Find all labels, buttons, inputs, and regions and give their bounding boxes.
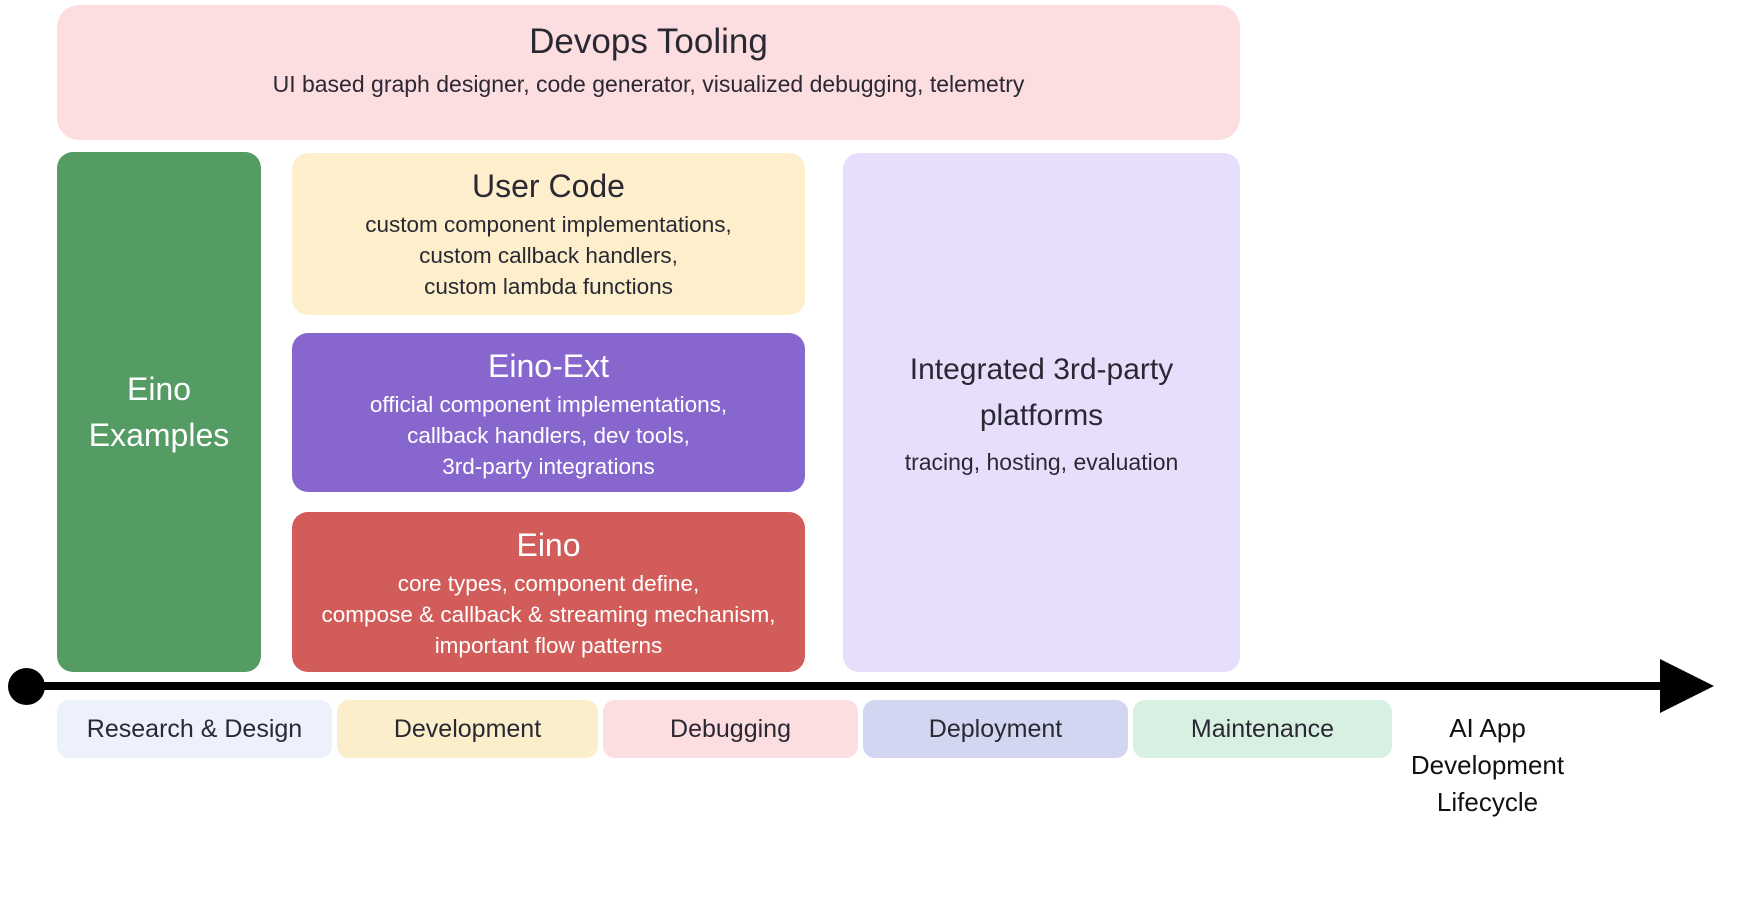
lifecycle-stage-maintenance: Maintenance [1133,700,1392,758]
devops-tooling-subtitle: UI based graph designer, code generator,… [272,71,1025,97]
user-code-title: User Code [472,168,625,204]
lifecycle-axis-label-line: AI App [1449,713,1526,743]
eino-ext-box: Eino-Ext official component implementati… [292,333,805,492]
lifecycle-axis-label-line: Lifecycle [1436,787,1539,817]
eino-core-line: core types, component define, [397,571,700,596]
devops-tooling-box: Devops Tooling UI based graph designer, … [57,5,1240,140]
third-party-platforms-box: Integrated 3rd-party platforms tracing, … [843,153,1240,672]
eino-core-line: important flow patterns [434,633,663,658]
user-code-line: custom component implementations, [365,212,732,237]
third-party-platforms-subtitle: tracing, hosting, evaluation [904,449,1179,475]
eino-ext-line: 3rd-party integrations [442,454,655,479]
timeline-arrow-head-icon [1660,659,1714,713]
third-party-platforms-title: Integrated 3rd-party platforms [909,353,1174,432]
eino-core-box: Eino core types, component define, compo… [292,512,805,672]
lifecycle-stage-research-design: Research & Design [57,700,332,758]
eino-examples-box: Eino Examples [57,152,261,672]
eino-ext-line: callback handlers, dev tools, [407,423,690,448]
eino-core-line: compose & callback & streaming mechanism… [321,602,776,627]
eino-ext-line: official component implementations, [369,392,728,417]
lifecycle-stage-debugging: Debugging [603,700,858,758]
user-code-line: custom callback handlers, [419,243,678,268]
devops-tooling-title: Devops Tooling [529,22,768,61]
eino-examples-title: Eino Examples [88,371,230,453]
user-code-line: custom lambda functions [424,274,673,299]
eino-ext-title: Eino-Ext [488,348,609,384]
lifecycle-axis-label-line: Development [1410,750,1565,780]
eino-core-title: Eino [516,527,581,563]
user-code-box: User Code custom component implementatio… [292,153,805,315]
lifecycle-stage-deployment: Deployment [863,700,1128,758]
lifecycle-stage-development: Development [337,700,598,758]
lifecycle-axis-label: AI App Development Lifecycle [1385,710,1590,821]
timeline-arrow-line [26,682,1672,690]
